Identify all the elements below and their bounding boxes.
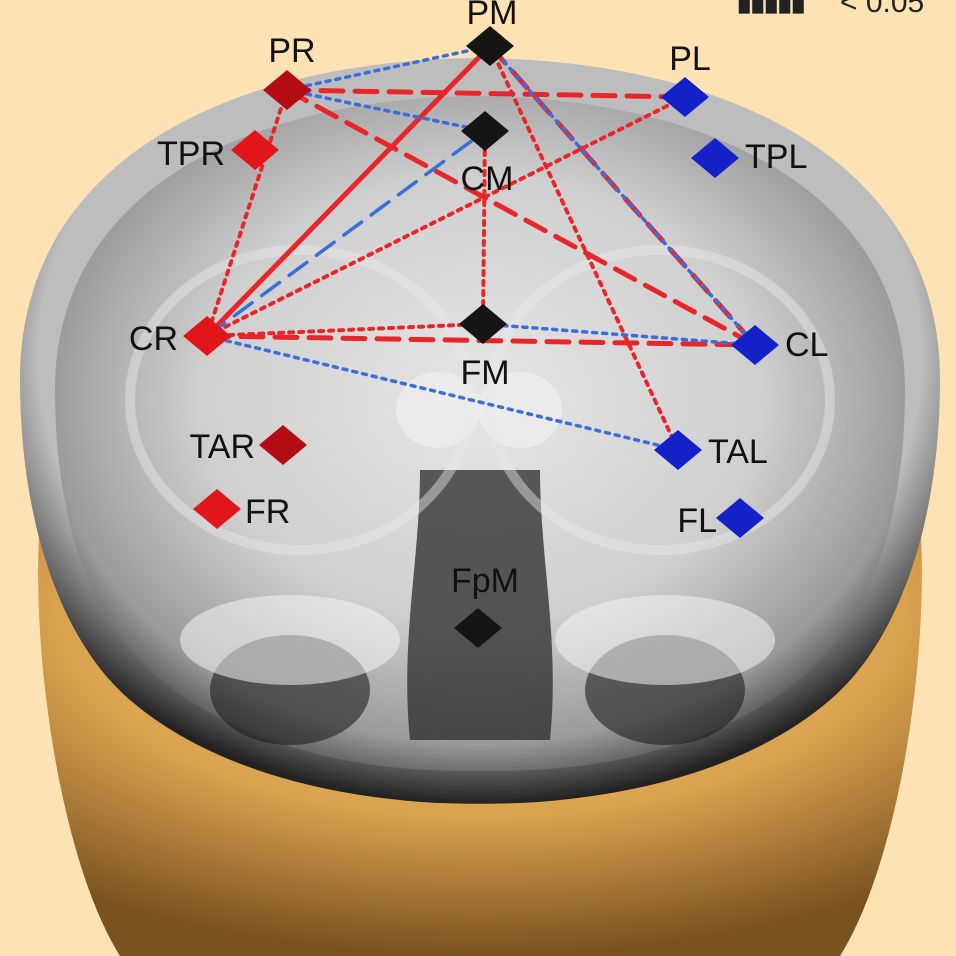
node-cl-label: CL (785, 326, 828, 364)
node-tpl-label: TPL (745, 138, 807, 176)
node-fm-label: FM (460, 354, 509, 392)
node-tpr-diamond (231, 130, 279, 170)
node-tpr-label: TPR (157, 135, 225, 173)
link-pr-cm-blue (285, 88, 487, 133)
node-fl-diamond (716, 498, 764, 538)
link-pr-pl-red (284, 87, 688, 100)
legend-text: < 0.05 (840, 0, 924, 19)
node-cm-diamond (461, 111, 509, 151)
node-pm-diamond (466, 26, 514, 66)
central-dark-region (407, 470, 553, 740)
link-pm-tal-red (488, 44, 680, 452)
cortex-ring-right (485, 245, 835, 555)
link-cr-cm-blue (205, 129, 487, 338)
node-tal-label: TAL (708, 433, 768, 471)
node-fpm-diamond (454, 608, 502, 648)
node-fr-label: FR (245, 493, 290, 531)
node-cm-label: CM (461, 160, 514, 198)
electrode-labels: PM PR PL TPR TPL CM CR FM CL TAR TAL FR FL FpM (129, 0, 829, 600)
node-tar-label: TAR (190, 428, 255, 466)
node-fl-label: FL (677, 502, 717, 540)
link-pl-cr-red (205, 95, 687, 338)
temporal-bright-left (180, 595, 400, 685)
link-pr-cr-red (205, 88, 289, 338)
link-pr-pm-blue (285, 44, 492, 92)
link-cr-tal-blue (205, 334, 680, 452)
temporal-bright-right (555, 595, 775, 685)
node-cr-diamond (183, 316, 231, 356)
link-pm-cl-blue (488, 44, 757, 347)
connection-links (204, 43, 758, 452)
node-pr-label: PR (268, 32, 315, 70)
node-fpm-label: FpM (451, 562, 519, 600)
node-cr-label: CR (129, 320, 178, 358)
link-fm-cr-red (205, 322, 485, 338)
link-cm-fm-red (481, 129, 487, 326)
node-tpl-diamond (691, 138, 739, 178)
link-cr-pm-red (205, 44, 492, 338)
legend: ▮▮▮▮▮ < 0.05 (736, 0, 924, 19)
electrode-nodes (183, 26, 779, 648)
node-tar-diamond (259, 425, 307, 465)
node-fr-diamond (193, 489, 241, 529)
node-cl-diamond (731, 325, 779, 365)
node-fm-diamond (459, 304, 507, 344)
node-pl-diamond (661, 77, 709, 117)
link-pr-cl-red (284, 87, 758, 348)
node-pr-diamond (263, 70, 311, 110)
link-fm-cl-blue (481, 322, 757, 347)
node-pm-label: PM (467, 0, 518, 32)
node-pl-label: PL (669, 40, 711, 78)
legend-marker: ▮▮▮▮▮ (736, 0, 804, 17)
link-pm-cl-red (487, 43, 758, 348)
ventricle-left (396, 372, 480, 448)
node-tal-diamond (654, 430, 702, 470)
